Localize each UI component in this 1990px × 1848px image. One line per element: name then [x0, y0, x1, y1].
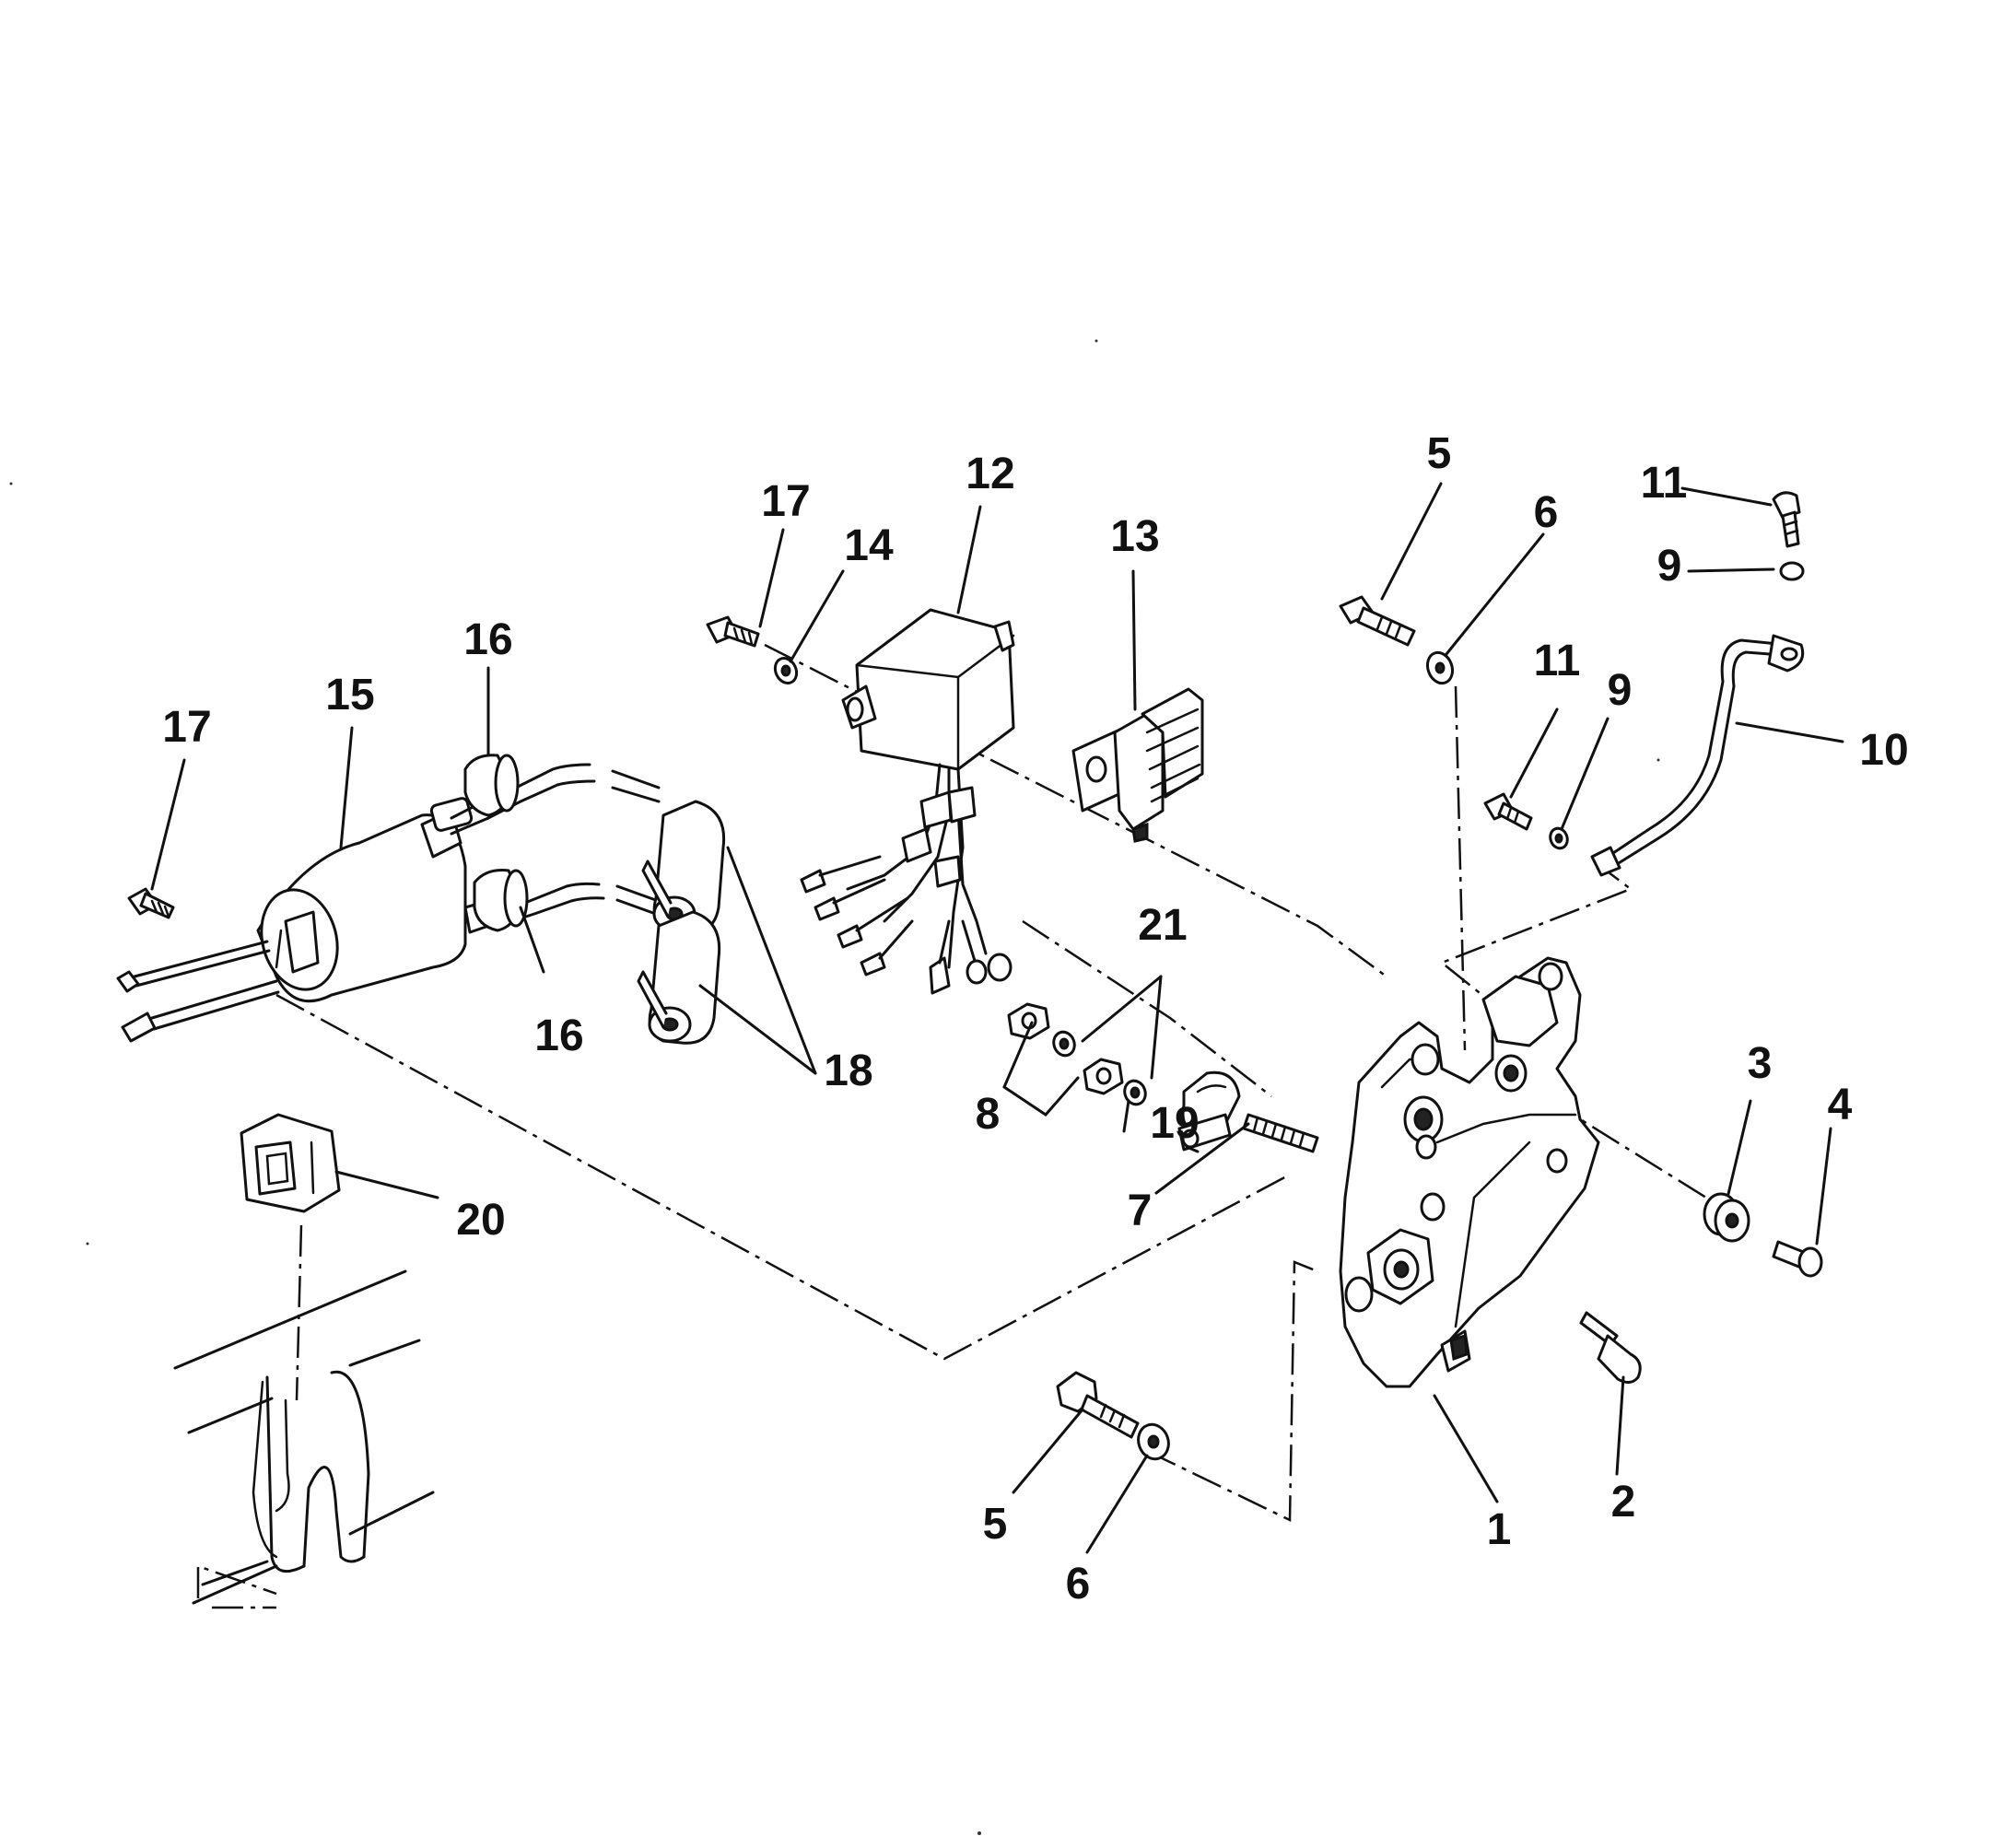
callout-14: 14	[844, 521, 894, 570]
callout-9-top: 9	[1657, 542, 1682, 591]
terminal-wires	[116, 940, 280, 1043]
callout-5-lower: 5	[983, 1500, 1008, 1549]
rectifier-13	[1071, 687, 1204, 843]
washer-14	[773, 656, 799, 685]
clamp-19	[1177, 1070, 1241, 1152]
screw-17-upper	[706, 615, 760, 648]
washer-6-lower	[1137, 1422, 1170, 1461]
callout-6-lower: 6	[1066, 1560, 1091, 1608]
callout-11-lower: 11	[1534, 637, 1581, 685]
callout-15: 15	[325, 671, 374, 719]
callout-21: 21	[1138, 901, 1187, 950]
spark-plug-boots-18	[637, 800, 726, 1045]
screw-17-left	[127, 887, 175, 919]
callout-3: 3	[1748, 1039, 1773, 1088]
bolt-5-lower	[1056, 1371, 1140, 1439]
callout-7: 7	[1128, 1187, 1153, 1235]
ground-strap-10	[1590, 634, 1805, 877]
callout-17-left: 17	[162, 703, 211, 752]
callout-4: 4	[1828, 1081, 1853, 1129]
mounting-bracket-1	[1339, 956, 1600, 1388]
washer-9-lower	[1549, 826, 1569, 850]
print-specks	[9, 339, 1660, 1835]
callout-labels: 1 2 3 4 5 5 6 6 7 8 9 9 10 11 11 12 13 1…	[162, 429, 1908, 1608]
callout-6-upper: 6	[1534, 488, 1559, 537]
washer-9-top	[1779, 561, 1805, 581]
engine-frame-section	[173, 1269, 435, 1609]
clip-20	[240, 1113, 341, 1213]
grommet-3	[1703, 1192, 1750, 1243]
switch-box-12	[800, 608, 1015, 995]
callout-8: 8	[976, 1090, 1001, 1139]
callout-9-lower: 9	[1608, 666, 1633, 715]
callout-16-upper: 16	[463, 615, 512, 664]
screw-11-top	[1772, 491, 1801, 548]
spark-leads	[450, 754, 665, 932]
screw-2	[1579, 1311, 1642, 1384]
stud-7	[1242, 1113, 1319, 1153]
callout-1: 1	[1487, 1505, 1512, 1554]
washer-6-upper	[1425, 650, 1455, 685]
leader-lines	[150, 482, 1844, 1554]
callout-10: 10	[1859, 726, 1908, 775]
bolt-5-upper	[1339, 595, 1416, 647]
callout-20: 20	[456, 1196, 505, 1245]
callout-16-lower: 16	[534, 1012, 583, 1060]
pin-4	[1772, 1240, 1823, 1278]
callout-2: 2	[1611, 1478, 1636, 1526]
callout-19: 19	[1150, 1099, 1199, 1148]
callout-12: 12	[966, 450, 1014, 498]
callout-11-top: 11	[1641, 459, 1688, 508]
callout-5-upper: 5	[1427, 429, 1452, 478]
callout-18: 18	[824, 1047, 872, 1095]
callout-13: 13	[1110, 512, 1159, 561]
nuts-8-washers-21	[1007, 1002, 1147, 1106]
callout-17-upper: 17	[761, 477, 810, 526]
screw-11-lower	[1483, 792, 1533, 831]
